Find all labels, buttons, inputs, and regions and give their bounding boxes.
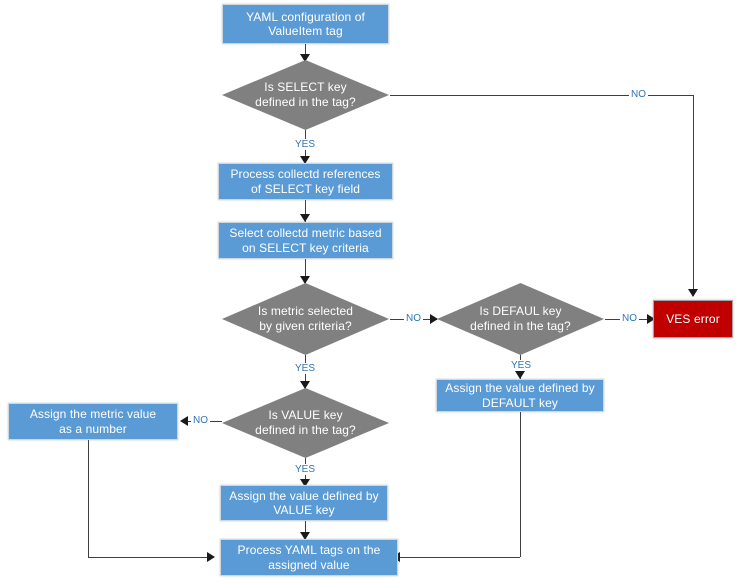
node-metric-decision-text: Is metric selected by given criteria? bbox=[257, 304, 354, 333]
edge-label-defaul-yes: YES bbox=[509, 360, 534, 371]
arrowhead-select-no bbox=[688, 289, 698, 297]
node-select-metric[interactable]: Select collectd metric based on SELECT k… bbox=[218, 222, 393, 259]
arrowhead-value-yes bbox=[300, 479, 310, 487]
node-assign-number[interactable]: Assign the metric value as a number bbox=[8, 403, 178, 440]
node-assign-default[interactable]: Assign the value defined by DEFAULT key bbox=[436, 379, 604, 412]
node-select-decision[interactable]: Is SELECT key defined in the tag? bbox=[222, 60, 389, 130]
arrowhead-metric-no bbox=[430, 314, 438, 324]
node-defaul-decision[interactable]: Is DEFAUL key defined in the tag? bbox=[437, 283, 604, 355]
arrowhead-number-to-yaml bbox=[207, 552, 215, 562]
edge-label-select-no: NO bbox=[629, 89, 648, 100]
connector-default-to-yaml-vertical bbox=[520, 412, 521, 557]
connector-assignvalue-to-yaml bbox=[305, 521, 306, 541]
node-process-references[interactable]: Process collectd references of SELECT ke… bbox=[218, 163, 393, 200]
connector-default-to-yaml-horizontal bbox=[398, 557, 520, 558]
arrowhead-select-yes bbox=[300, 156, 310, 164]
edge-label-select-yes: YES bbox=[293, 139, 318, 150]
arrowhead-start-to-select bbox=[300, 54, 310, 62]
node-assign-number-text: Assign the metric value as a number bbox=[29, 407, 157, 436]
connector-start-to-select bbox=[305, 44, 306, 59]
connector-metric-to-decision bbox=[305, 259, 306, 283]
edge-label-value-no: NO bbox=[191, 415, 210, 426]
node-process-references-text: Process collectd references of SELECT ke… bbox=[230, 167, 381, 196]
arrowhead-metric-yes bbox=[300, 381, 310, 389]
connector-number-to-yaml-horizontal bbox=[88, 557, 213, 558]
node-ves-error[interactable]: VES error bbox=[653, 300, 733, 338]
node-assign-value[interactable]: Assign the value defined by VALUE key bbox=[220, 485, 388, 521]
node-process-yaml[interactable]: Process YAML tags on the assigned value bbox=[220, 539, 398, 576]
node-assign-default-text: Assign the value defined by DEFAULT key bbox=[445, 381, 595, 410]
edge-label-metric-no: NO bbox=[404, 313, 423, 324]
node-defaul-decision-text: Is DEFAUL key defined in the tag? bbox=[470, 304, 571, 333]
arrowhead-defaul-yes bbox=[515, 371, 525, 379]
edge-label-metric-yes: YES bbox=[293, 363, 318, 374]
arrowhead-refs-to-metric bbox=[300, 214, 310, 222]
node-start[interactable]: YAML configuration of ValueItem tag bbox=[222, 4, 389, 44]
connector-refs-to-metric bbox=[305, 200, 306, 222]
edge-label-defaul-no: NO bbox=[620, 313, 639, 324]
node-process-yaml-text: Process YAML tags on the assigned value bbox=[237, 543, 381, 572]
node-select-decision-text: Is SELECT key defined in the tag? bbox=[255, 80, 356, 109]
node-metric-decision[interactable]: Is metric selected by given criteria? bbox=[222, 283, 389, 355]
node-value-decision[interactable]: Is VALUE key defined in the tag? bbox=[222, 388, 389, 458]
node-start-text: YAML configuration of ValueItem tag bbox=[246, 9, 365, 39]
node-assign-value-text: Assign the value defined by VALUE key bbox=[229, 488, 379, 518]
arrowhead-value-no bbox=[180, 416, 188, 426]
edge-label-value-yes: YES bbox=[293, 464, 318, 475]
connector-number-to-yaml-vertical bbox=[88, 440, 89, 557]
arrowhead-defaul-no bbox=[647, 314, 655, 324]
node-ves-error-text: VES error bbox=[666, 311, 720, 326]
arrowhead-metric-to-decision bbox=[300, 276, 310, 284]
arrowhead-assignvalue-to-yaml bbox=[300, 532, 310, 540]
node-select-metric-text: Select collectd metric based on SELECT k… bbox=[229, 226, 382, 255]
node-value-decision-text: Is VALUE key defined in the tag? bbox=[255, 408, 356, 437]
connector-select-no-horizontal bbox=[390, 95, 693, 96]
connector-select-no-vertical bbox=[693, 95, 694, 296]
